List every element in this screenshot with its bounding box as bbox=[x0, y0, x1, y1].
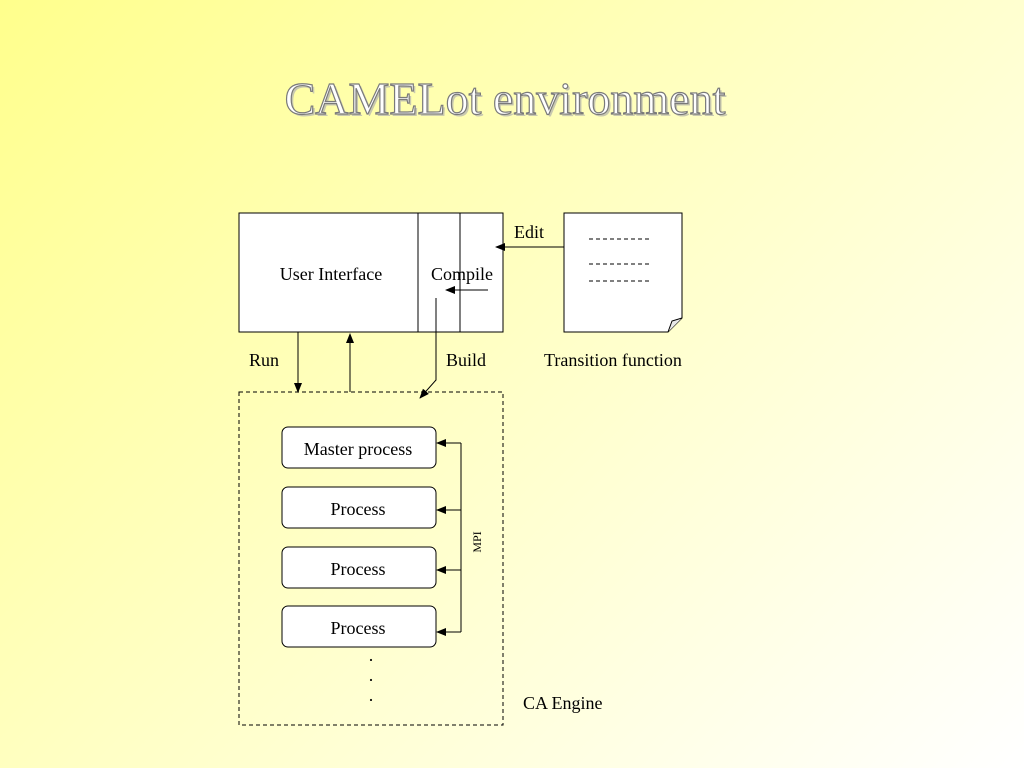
process-label: Process bbox=[331, 559, 386, 579]
ellipsis-dot: · bbox=[368, 690, 374, 710]
transition-function-document bbox=[563, 212, 683, 333]
ca-engine-label: CA Engine bbox=[523, 693, 603, 713]
master-process-label: Master process bbox=[304, 439, 412, 459]
compile-label: Compile bbox=[431, 264, 493, 284]
user-interface-label: User Interface bbox=[280, 264, 382, 284]
ellipsis-dot: · bbox=[368, 650, 374, 670]
slide-title: CAMELot environment bbox=[284, 72, 726, 124]
user-interface-box bbox=[238, 212, 504, 333]
process-label: Process bbox=[331, 618, 386, 638]
transition-function-label: Transition function bbox=[544, 350, 682, 370]
build-arrow bbox=[419, 298, 437, 399]
mpi-label: MPI bbox=[470, 531, 484, 552]
build-label: Build bbox=[446, 350, 486, 370]
process-label: Process bbox=[331, 499, 386, 519]
ca-engine-box bbox=[238, 391, 504, 726]
document-fold-corner bbox=[667, 317, 683, 333]
run-label: Run bbox=[249, 350, 279, 370]
ellipsis-dot: · bbox=[368, 670, 374, 690]
edit-label: Edit bbox=[514, 222, 544, 242]
master-process-box bbox=[281, 426, 437, 469]
process-box bbox=[281, 605, 437, 648]
